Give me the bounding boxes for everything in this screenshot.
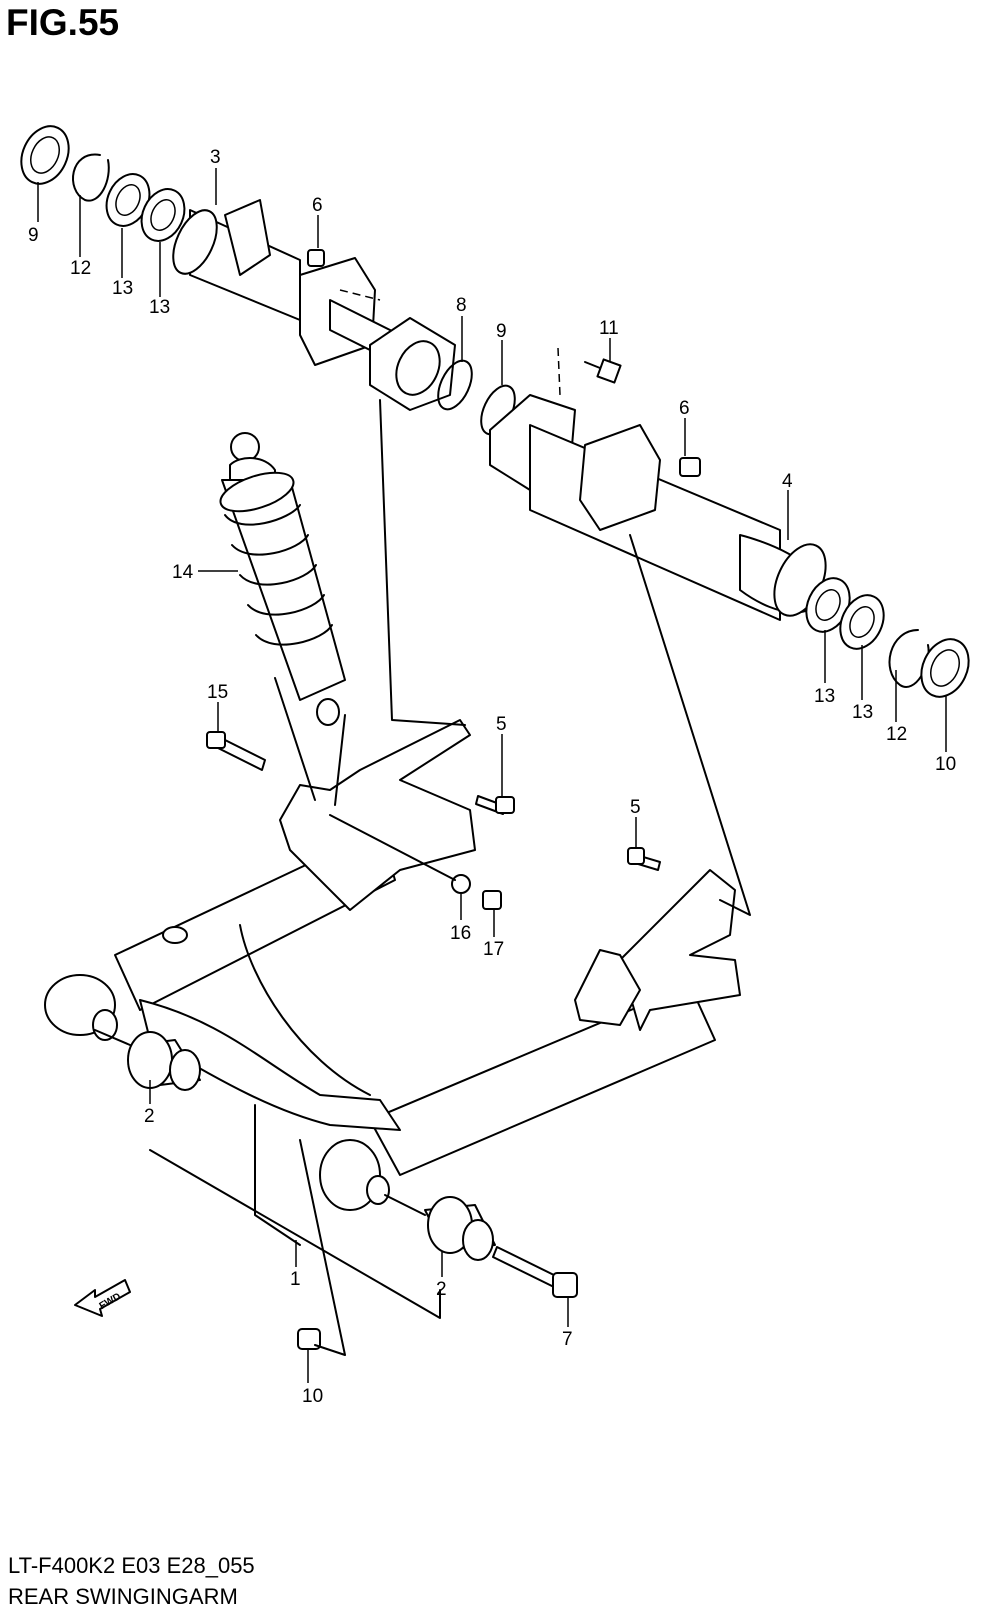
callout-7: 7 — [562, 1329, 573, 1350]
fwd-arrow: FWD — [74, 1279, 131, 1317]
callout-16: 16 — [450, 923, 471, 944]
swingarm — [44, 719, 741, 1211]
callout-14: 14 — [172, 562, 194, 583]
callout-12-left: 12 — [70, 258, 91, 279]
bushings — [127, 1031, 496, 1261]
model-code: LT-F400K2 E03 E28_055 — [8, 1553, 255, 1578]
callout-2-left: 2 — [144, 1106, 155, 1127]
callout-10-right: 10 — [935, 754, 956, 775]
callout-11: 11 — [599, 318, 619, 339]
callout-13-c: 13 — [814, 686, 835, 707]
callout-9-left: 8 — [456, 295, 467, 316]
callout-numbers: 9 12 13 13 3 6 8 9 11 6 4 13 13 12 10 14… — [28, 147, 956, 1407]
fasteners — [206, 731, 661, 1350]
shock-absorber — [219, 432, 346, 726]
callout-1: 1 — [290, 1269, 301, 1290]
callout-13-d: 13 — [852, 702, 873, 723]
callout-13-b: 13 — [149, 297, 170, 318]
diagram-caption: REAR SWINGINGARM — [8, 1584, 238, 1609]
callout-13-a: 13 — [112, 278, 133, 299]
assembly-guide-lines — [94, 289, 751, 1356]
callout-12-right: 12 — [886, 724, 907, 745]
callout-leaders — [37, 168, 947, 1383]
callout-8: 10 — [302, 1386, 323, 1407]
callout-17: 17 — [483, 939, 504, 960]
pivot-tube-left — [20, 125, 473, 411]
callout-5-right: 5 — [630, 797, 641, 818]
callout-15: 15 — [207, 682, 228, 703]
callout-2-right: 2 — [436, 1279, 447, 1300]
callout-4: 4 — [782, 471, 793, 492]
callout-6-right: 6 — [679, 398, 690, 419]
callout-9-right: 9 — [496, 321, 507, 342]
pivot-tube-right — [307, 249, 970, 698]
figure-title: FIG.55 — [6, 2, 120, 43]
callout-6-left: 6 — [312, 195, 323, 216]
callout-5-upper: 5 — [496, 714, 507, 735]
callout-3: 3 — [210, 147, 221, 168]
callout-10-left: 9 — [28, 225, 39, 246]
